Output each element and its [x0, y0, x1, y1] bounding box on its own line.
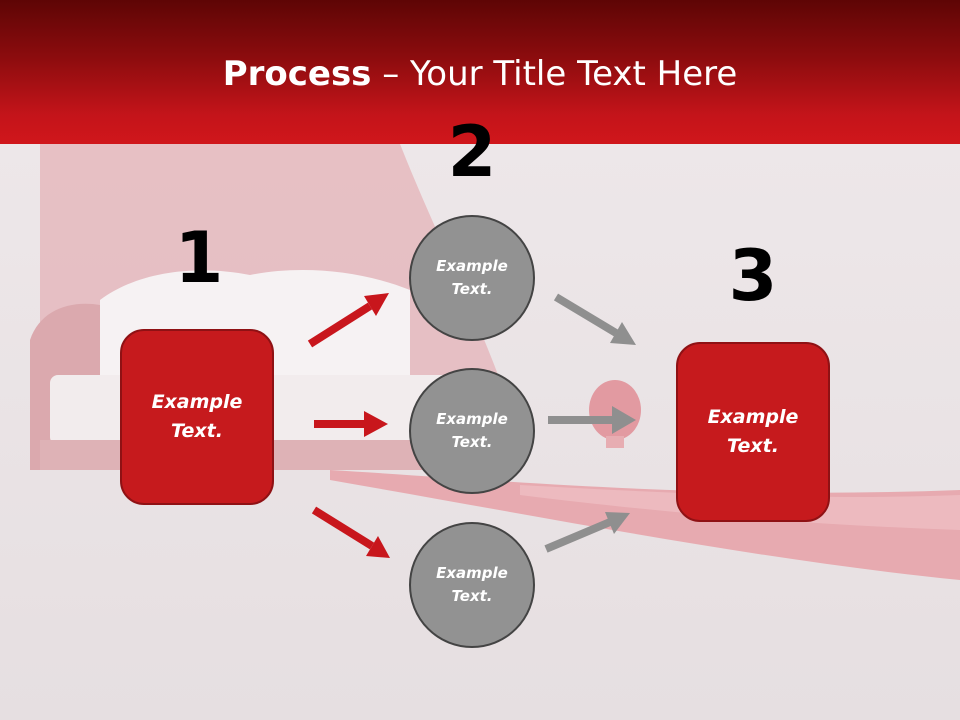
title-rest: – Your Title Text Here	[371, 54, 738, 94]
step-circle-middle: Example Text.	[409, 368, 535, 494]
step-circle-bottom-text: Example Text.	[436, 564, 508, 605]
gray-arrow-right-icon	[548, 406, 636, 434]
step-number-2: 2	[447, 111, 497, 193]
red-arrow-right-icon	[314, 411, 388, 437]
step-box-right-text: Example Text.	[707, 406, 799, 457]
step-box-right: Example Text.	[676, 342, 830, 522]
red-arrow-down-right-icon	[311, 506, 390, 558]
title-bold: Process	[222, 54, 372, 94]
step-circle-top-text: Example Text.	[436, 257, 508, 298]
step-number-3: 3	[728, 235, 778, 317]
slide-title: Process – Your Title Text Here	[0, 52, 960, 96]
step-circle-middle-text: Example Text.	[436, 410, 508, 451]
gray-arrow-up-right-icon	[544, 512, 630, 553]
step-number-1: 1	[174, 217, 224, 299]
gray-arrow-down-right-icon	[553, 293, 636, 345]
step-box-left: Example Text.	[120, 329, 274, 505]
step-circle-bottom: Example Text.	[409, 522, 535, 648]
step-circle-top: Example Text.	[409, 215, 535, 341]
red-arrow-up-right-icon	[307, 293, 389, 348]
step-box-left-text: Example Text.	[151, 391, 243, 442]
header-bar	[0, 0, 960, 144]
